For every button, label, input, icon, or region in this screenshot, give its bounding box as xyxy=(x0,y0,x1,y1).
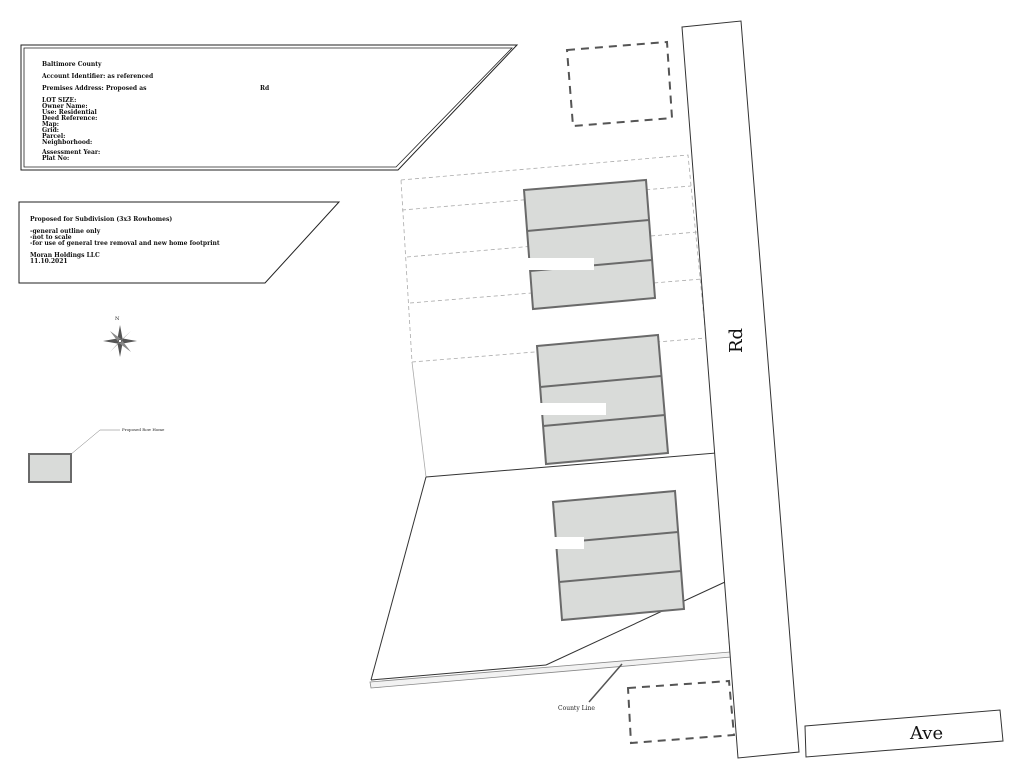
neighborhood-label: Neighborhood: xyxy=(42,139,92,146)
rowhome-group-1 xyxy=(508,178,657,311)
rowhome-group-2 xyxy=(520,333,670,466)
proposal-note-scale: -not to scale xyxy=(30,234,72,241)
county-line-label: County Line xyxy=(558,705,595,712)
dashed-structure-top xyxy=(565,40,674,128)
parcel-info-box-outline xyxy=(20,44,519,171)
county-line-strip: County Line xyxy=(369,651,732,712)
redacted-address-label xyxy=(498,537,584,549)
compass-rose-icon: N xyxy=(103,316,137,357)
plat-label: Plat No: xyxy=(42,155,69,162)
owner-label: Owner Name: xyxy=(42,103,88,110)
county-label: Baltimore County xyxy=(42,61,102,68)
premises-suffix: Rd xyxy=(260,85,270,92)
redacted-address-label xyxy=(508,258,594,270)
side-road-label: Ave xyxy=(909,723,943,744)
parcel-info-box: Baltimore County Account Identifier: as … xyxy=(20,44,519,171)
rowhome-footprint xyxy=(522,178,657,311)
proposal-box: Proposed for Subdivision (3x3 Rowhomes) … xyxy=(18,201,341,284)
use-label: Use: Residential xyxy=(42,109,98,116)
rowhome-footprint xyxy=(551,489,686,622)
map-label: Map: xyxy=(42,121,59,128)
account-label: Account Identifier: as referenced xyxy=(41,73,154,80)
proposal-box-outline xyxy=(18,201,341,284)
lot-size-label: LOT SIZE: xyxy=(42,97,76,104)
proposal-title: Proposed for Subdivision (3x3 Rowhomes) xyxy=(30,216,172,223)
proposal-company: Moran Holdings LLC xyxy=(30,252,100,259)
parcel-label: Parcel: xyxy=(42,133,65,140)
proposal-date: 11.10.2021 xyxy=(30,258,68,265)
parcel-info-box-inner-outline xyxy=(23,47,513,168)
dashed-structure-bottom xyxy=(626,679,736,745)
grid-label: Grid: xyxy=(42,127,59,134)
rowhome-group-3 xyxy=(498,489,686,622)
compass-north-label: N xyxy=(115,316,120,322)
side-road-outline xyxy=(804,709,1004,758)
rowhome-footprint xyxy=(535,333,670,466)
main-road: Rd xyxy=(681,20,800,759)
redacted-address-label xyxy=(520,403,606,415)
legend-leader-line xyxy=(69,429,120,456)
assessment-label: Assessment Year: xyxy=(41,149,100,156)
proposal-note-outline: -general outline only xyxy=(30,228,101,235)
side-road: Ave xyxy=(804,709,1004,758)
legend-swatch xyxy=(28,453,72,483)
legend-label: Proposed Row Home xyxy=(122,427,165,432)
main-road-outline xyxy=(681,20,800,759)
main-road-label: Rd xyxy=(726,328,747,353)
proposal-note-use: -for use of general tree removal and new… xyxy=(30,240,220,247)
deed-label: Deed Reference: xyxy=(42,115,97,122)
premises-label: Premises Address: Proposed as xyxy=(42,85,147,92)
legend: Proposed Row Home xyxy=(28,427,165,483)
